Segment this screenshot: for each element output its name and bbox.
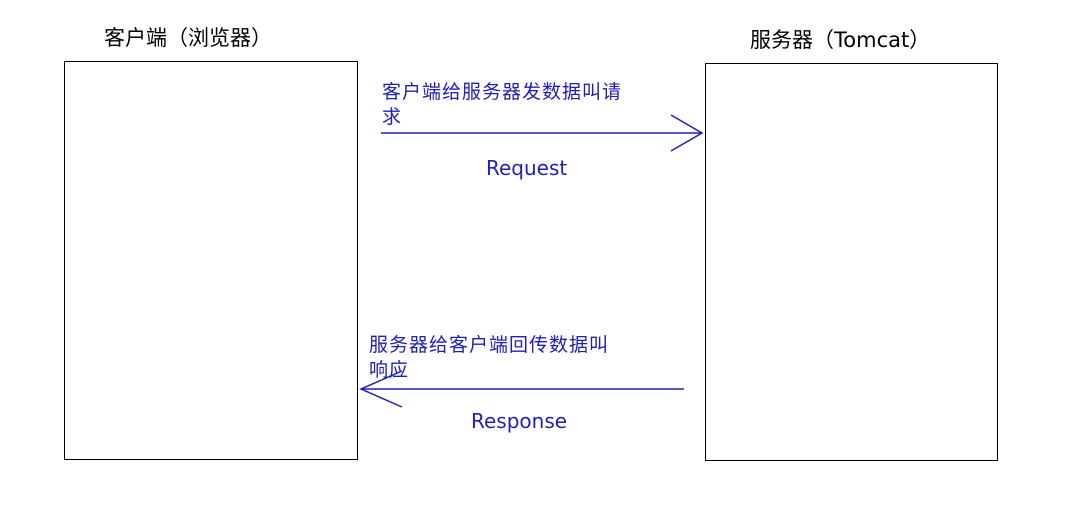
response-arrow: [359, 370, 684, 408]
request-arrow: [381, 114, 704, 152]
request-note: 客户端给服务器发数据叫请 求: [382, 81, 623, 128]
server-title: 服务器（Tomcat）: [750, 28, 931, 52]
server-box: [705, 63, 998, 461]
response-label: Response: [471, 409, 568, 433]
response-note: 服务器给客户端回传数据叫 响应: [369, 334, 610, 381]
client-box: [64, 61, 358, 460]
request-label: Request: [486, 156, 568, 180]
client-title: 客户端（浏览器）: [104, 26, 272, 50]
